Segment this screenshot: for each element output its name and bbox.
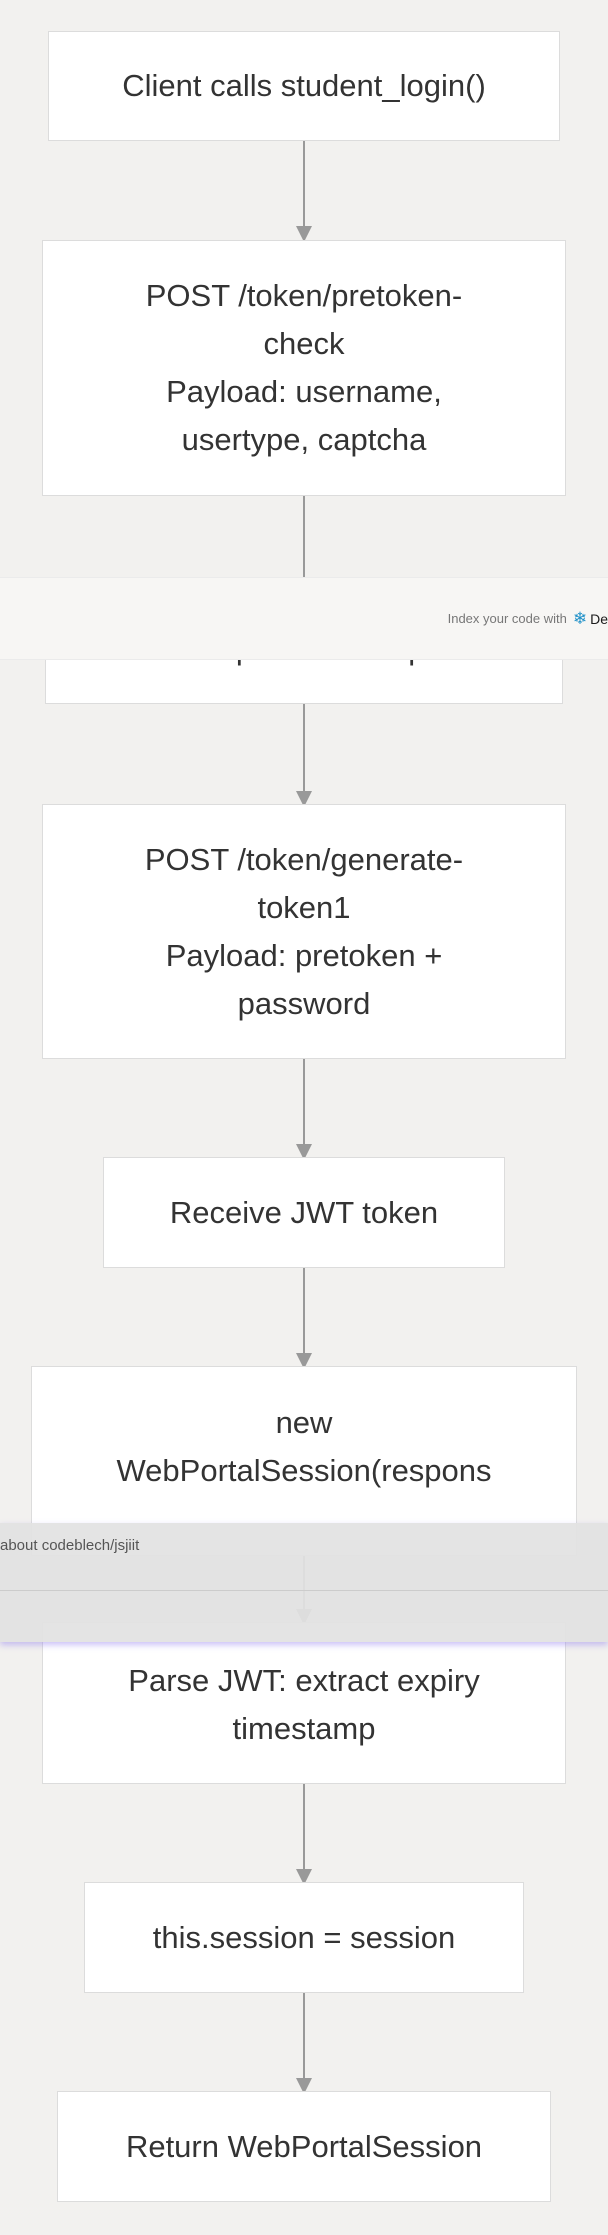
- arrowhead-icon: [296, 791, 312, 807]
- about-repo-row[interactable]: about codeblech/jsjiit: [0, 1523, 608, 1591]
- node-label: new: [275, 1405, 333, 1440]
- arrowhead-icon: [296, 1869, 312, 1885]
- arrowhead-icon: [296, 2078, 312, 2094]
- flow-node-return-session: Return WebPortalSession: [57, 2091, 551, 2202]
- banner-logo[interactable]: ❄ De: [573, 609, 608, 629]
- node-label: timestamp: [232, 1711, 376, 1746]
- arrow-7: [296, 1783, 312, 1885]
- node-label: Payload: username,: [166, 374, 442, 409]
- flow-node-client-call: Client calls student_login(): [48, 31, 560, 141]
- about-repo-text: about codeblech/jsjiit: [0, 1537, 140, 1554]
- node-label: POST /token/pretoken-: [145, 278, 463, 313]
- node-label: Receive JWT token: [169, 1194, 439, 1230]
- arrow-4: [296, 1058, 312, 1160]
- arrowhead-icon: [296, 226, 312, 242]
- arrow-5: [296, 1267, 312, 1369]
- about-repo-panel[interactable]: about codeblech/jsjiit: [0, 1523, 608, 1642]
- node-label: Payload: pretoken +: [165, 937, 443, 973]
- node-label: usertype, captcha: [181, 422, 427, 457]
- arrow-1: [296, 140, 312, 242]
- flow-node-generate-token: POST /token/generate- token1 Payload: pr…: [42, 804, 566, 1059]
- banner-text: Index your code with: [447, 611, 567, 626]
- arrowhead-icon: [296, 1144, 312, 1160]
- flow-node-parse-jwt: Parse JWT: extract expiry timestamp: [42, 1622, 566, 1784]
- node-label: check: [263, 326, 345, 361]
- node-label: WebPortalSession(respons: [116, 1453, 492, 1488]
- banner-logo-text: De: [590, 610, 608, 627]
- index-code-banner[interactable]: Index your code with ❄ De: [0, 577, 608, 660]
- node-label: Parse JWT: extract expiry: [128, 1663, 480, 1698]
- node-label: password: [237, 985, 371, 1021]
- arrow-3: [296, 703, 312, 807]
- arrow-8: [296, 1992, 312, 2094]
- node-label: POST /token/generate-: [144, 841, 464, 877]
- node-label: Return WebPortalSession: [125, 2128, 483, 2164]
- flow-node-pretoken-check: POST /token/pretoken- check Payload: use…: [42, 240, 566, 496]
- node-label: Client calls student_login(): [122, 68, 486, 103]
- flow-node-set-session: this.session = session: [84, 1882, 524, 1993]
- arrowhead-icon: [296, 1353, 312, 1369]
- snowflake-icon: ❄: [572, 608, 588, 628]
- node-label: token1: [257, 889, 351, 925]
- arrow-2: [303, 495, 305, 625]
- flow-node-jwt-token: Receive JWT token: [103, 1157, 505, 1268]
- node-label: this.session = session: [152, 1919, 456, 1955]
